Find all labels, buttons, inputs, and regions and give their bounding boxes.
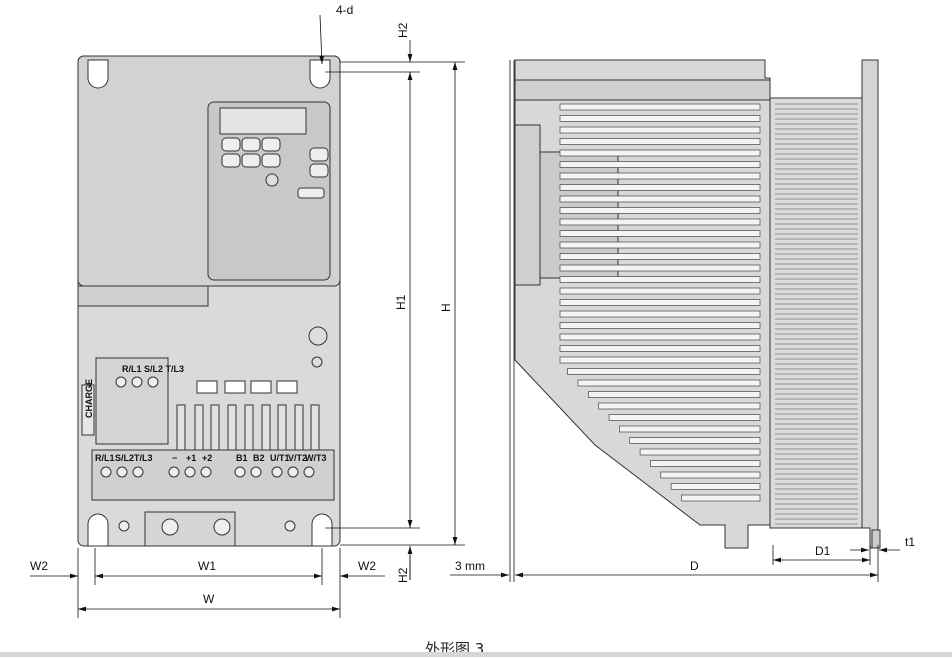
vent-slot [559,276,761,283]
d1-label: D1 [815,544,831,558]
w-label: W [203,592,215,606]
vent-slot [559,356,761,364]
vent-slot [559,172,761,180]
svg-text:S/L2: S/L2 [115,453,134,463]
vent-slot [559,333,761,341]
vent-slot [559,161,761,168]
vent-slot [629,437,761,444]
vent-slot [670,483,761,490]
vent-slot [559,299,761,306]
vent-slot [681,494,761,502]
dimension-labels: 4-d H2 H2 H1 H W1 W2 W2 W 3 mm D D1 t1 [30,3,915,606]
h2-bottom-label: H2 [396,567,410,583]
vent-slot [559,138,761,145]
svg-text:V/T2: V/T2 [288,453,307,463]
vent-slot [650,460,761,467]
svg-text:U/T1: U/T1 [270,453,290,463]
heatsink-fins [775,103,858,525]
w2-right-label: W2 [358,559,376,573]
h2-top-label: H2 [396,22,410,38]
vent-slot [559,253,761,260]
vent-slot [587,391,761,398]
hole-label: 4-d [336,3,353,17]
vent-slot [559,264,761,272]
svg-text:R/L1: R/L1 [95,453,115,463]
svg-text:+1: +1 [186,453,196,463]
vent-slot [567,368,761,375]
vent-slot [660,471,761,479]
t1-label: t1 [905,535,915,549]
vent-slot [559,149,761,157]
vent-slot [559,287,761,295]
vent-slot [608,414,761,421]
w1-label: W1 [198,559,216,573]
main-terminal-labels: R/L1 S/L2 T/L3 − +1 +2 B1 B2 U/T1 V/T2 W… [95,453,327,463]
vent-slot [559,310,761,318]
vent-slot [559,241,761,249]
charge-label: CHARGE [84,379,94,418]
svg-text:W/T3: W/T3 [305,453,327,463]
dimension-lines [30,14,900,618]
vent-slot [577,379,761,387]
vent-slot [559,230,761,237]
vent-slot [559,195,761,203]
h-label: H [439,303,453,312]
w2-left-label: W2 [30,559,48,573]
vent-slot [559,322,761,329]
clearance-label: 3 mm [455,559,485,573]
front-view [77,55,341,547]
side-vents [559,103,761,502]
d-label: D [690,559,699,573]
vent-slot [598,402,761,410]
vent-slot [619,425,761,433]
vent-slot [559,345,761,352]
vent-slot [559,207,761,214]
svg-text:T/L3: T/L3 [134,453,153,463]
input-terminal-label: R/L1 S/L2 T/L3 [122,364,184,374]
bottom-divider [0,652,952,657]
vent-slot [559,126,761,134]
vent-slot [559,184,761,191]
vent-slot [559,103,761,111]
h1-label: H1 [394,294,408,310]
svg-text:−: − [172,453,177,463]
svg-text:+2: +2 [202,453,212,463]
vent-slot [559,218,761,226]
svg-text:B2: B2 [253,453,265,463]
svg-text:B1: B1 [236,453,248,463]
vent-slot [639,448,761,456]
vent-slot [559,115,761,122]
